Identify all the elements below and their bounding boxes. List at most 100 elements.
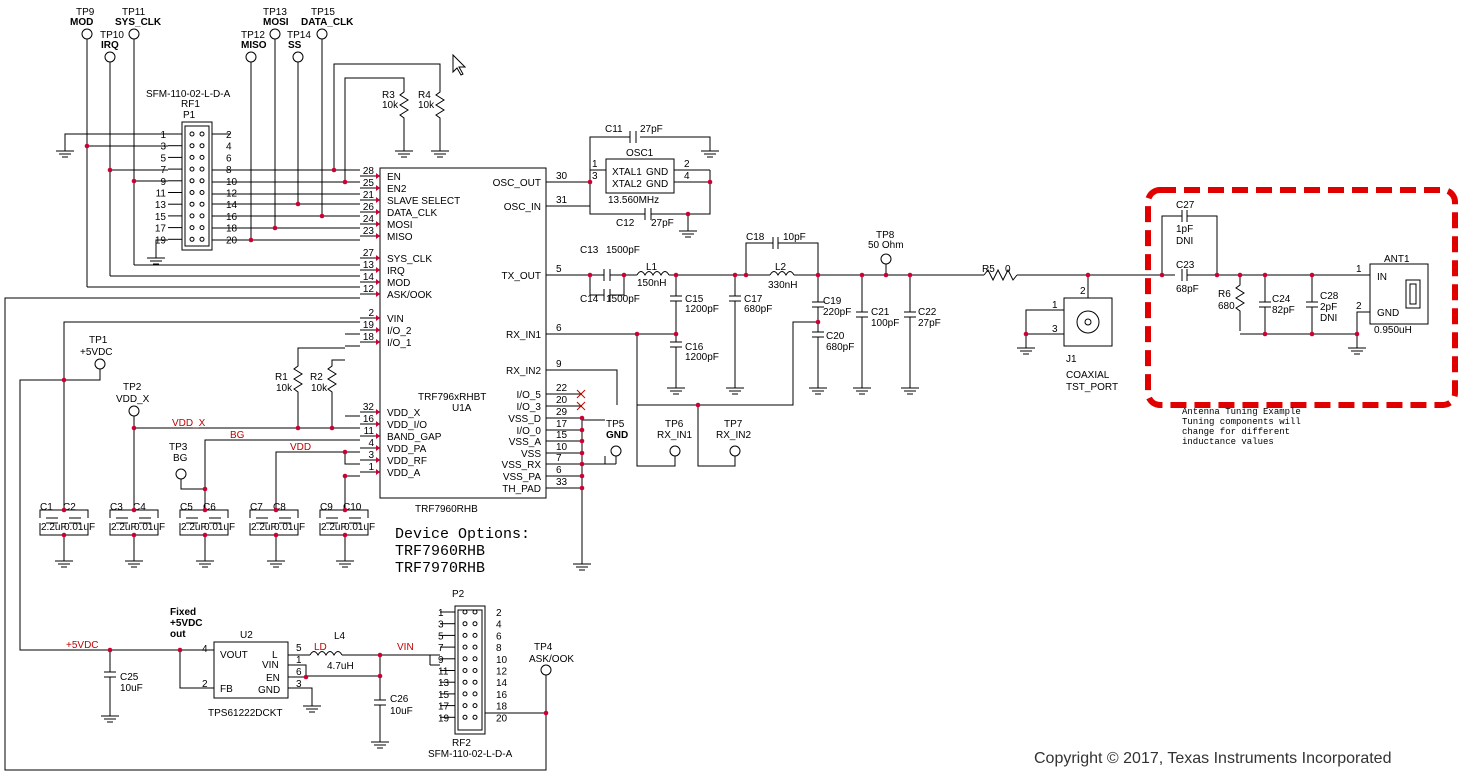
- svg-text:TRF7960RHB: TRF7960RHB: [415, 504, 478, 515]
- svg-text:VDD_X: VDD_X: [172, 418, 206, 429]
- svg-text:TRF796xRHBT: TRF796xRHBT: [418, 392, 486, 403]
- u1-pin-number: 11: [364, 426, 375, 437]
- vdd-cap-value: 2.2uF: [251, 522, 277, 533]
- u1-pin-arrow: [376, 185, 380, 191]
- u1-pin-arrow: [376, 267, 380, 273]
- testpoint-tp14: TP14 SS: [287, 30, 311, 204]
- svg-text:TP4: TP4: [534, 642, 553, 653]
- svg-text:0.950uH: 0.950uH: [1374, 325, 1412, 336]
- p2-pin-left: 3: [438, 620, 444, 631]
- tx-filter: C13 1500pF C14 1500pF L1 150nH C15 1200p…: [546, 230, 1175, 406]
- p2-pin-hole: [462, 656, 468, 662]
- u1-pin-number: 27: [363, 248, 375, 259]
- u1-pin-number: 22: [556, 383, 568, 394]
- svg-text:1500pF: 1500pF: [606, 245, 640, 256]
- p1-pin-right: 6: [226, 153, 232, 164]
- ground-icon: [335, 554, 355, 568]
- p2-pin-right: 12: [496, 667, 508, 678]
- junction-dot: [695, 402, 701, 408]
- junction-dot: [329, 425, 335, 431]
- oscillator-osc1: OSC1 XTAL1 XTAL2 GND GND 1 3 2 4 13.560M…: [546, 124, 711, 229]
- svg-text:13.560MHz: 13.560MHz: [608, 195, 659, 206]
- svg-text:C17: C17: [744, 294, 763, 305]
- junction-dot: [1214, 272, 1220, 278]
- testpoint-tp5: TP5 GND: [582, 419, 628, 465]
- p1-pin-hole: [189, 166, 195, 172]
- vdd-cap-ref: C5: [180, 502, 193, 513]
- u1-pin-number: 4: [368, 438, 374, 449]
- svg-text:ASK/OOK: ASK/OOK: [529, 654, 574, 665]
- u1-pin-number: 3: [368, 450, 374, 461]
- svg-text:4.7uH: 4.7uH: [327, 661, 354, 672]
- junction-dot: [331, 167, 337, 173]
- antenna-tuning: C27 1pF DNI C23 68pF R6 680 C24 82pF C28…: [1145, 187, 1458, 447]
- vdd-cap-value: 0.01uF: [204, 522, 235, 533]
- p1-pin-hole: [189, 131, 195, 137]
- junction-dot: [815, 272, 821, 278]
- p2-pin-hole: [462, 679, 468, 685]
- u1-pin-name: EN2: [387, 184, 407, 195]
- u1-pin-name: VDD_PA: [387, 444, 427, 455]
- p2-pin-hole: [462, 668, 468, 673]
- svg-text:change for different: change for different: [1182, 427, 1290, 437]
- p1-pin-hole: [189, 143, 195, 149]
- svg-text:330nH: 330nH: [768, 280, 797, 291]
- u1-pin-arrow: [376, 421, 380, 427]
- svg-text:C20: C20: [826, 331, 845, 342]
- u1-pin-name: ASK/OOK: [387, 290, 432, 301]
- junction-dot: [295, 425, 301, 431]
- junction-dot: [202, 532, 208, 538]
- p2-pin-hole: [472, 621, 478, 627]
- junction-dot: [579, 415, 585, 421]
- u1-pin-number: 15: [556, 430, 568, 441]
- svg-text:100pF: 100pF: [871, 318, 899, 329]
- connector-p2: P2 RF2 SFM-110-02-L-D-A 1357911131517192…: [428, 589, 574, 760]
- svg-text:VOUT: VOUT: [220, 650, 248, 661]
- u1-pin-name: VDD_I/O: [387, 420, 427, 431]
- p2-pin-left: 17: [438, 702, 450, 713]
- rx-input-nets: [546, 333, 736, 558]
- svg-text:GND: GND: [606, 430, 628, 441]
- svg-text:TP3: TP3: [169, 442, 188, 453]
- u1-pin-number: 26: [363, 202, 375, 213]
- u1-pin-arrow: [376, 173, 380, 179]
- p2-pin-right: 2: [496, 608, 502, 619]
- svg-text:10k: 10k: [382, 100, 399, 111]
- svg-text:BG: BG: [230, 430, 245, 441]
- svg-text:TP2: TP2: [123, 382, 142, 393]
- u1-pin-arrow: [376, 445, 380, 451]
- u1-pin-number: 23: [363, 226, 375, 237]
- svg-text:C24: C24: [1272, 294, 1291, 305]
- svg-text:10k: 10k: [276, 383, 293, 394]
- svg-text:10uF: 10uF: [390, 706, 413, 717]
- junction-dot: [342, 507, 348, 513]
- svg-text:TP12: TP12: [241, 30, 265, 41]
- svg-text:R5: R5: [982, 264, 995, 275]
- svg-text:R3: R3: [382, 90, 395, 101]
- svg-text:TP15: TP15: [311, 7, 335, 18]
- svg-text:VDD: VDD: [290, 442, 311, 453]
- svg-text:OSC1: OSC1: [626, 148, 654, 159]
- p2-pin-hole: [462, 644, 468, 650]
- p2-pin-hole: [462, 714, 468, 720]
- svg-text:C25: C25: [120, 672, 139, 683]
- svg-text:EN: EN: [266, 673, 280, 684]
- p1-pin-left: 5: [160, 153, 166, 164]
- u1-pin-arrow: [376, 209, 380, 215]
- p1-pin-hole: [189, 201, 195, 207]
- u1-pin-arrow: [376, 327, 380, 333]
- p2-pin-right: 6: [496, 631, 502, 642]
- connector-p1: SFM-110-02-L-D-A RF1 P1 1357911131517192…: [146, 89, 238, 251]
- testpoint-tp13: TP13 MOSI: [263, 7, 289, 228]
- vdd-cap-value: 2.2uF: [41, 522, 67, 533]
- junction-dot: [579, 485, 585, 491]
- p2-pin-hole: [462, 691, 468, 697]
- junction-dot: [815, 319, 821, 325]
- junction-dot: [579, 461, 585, 467]
- p1-pin-hole: [199, 131, 205, 137]
- svg-text:GND: GND: [646, 179, 668, 190]
- svg-text:1pF: 1pF: [1176, 224, 1193, 235]
- u1-pin-number: 14: [363, 272, 375, 283]
- testpoint-tp11: TP11 SYS_CLK: [115, 7, 162, 265]
- junction-dot: [685, 211, 691, 217]
